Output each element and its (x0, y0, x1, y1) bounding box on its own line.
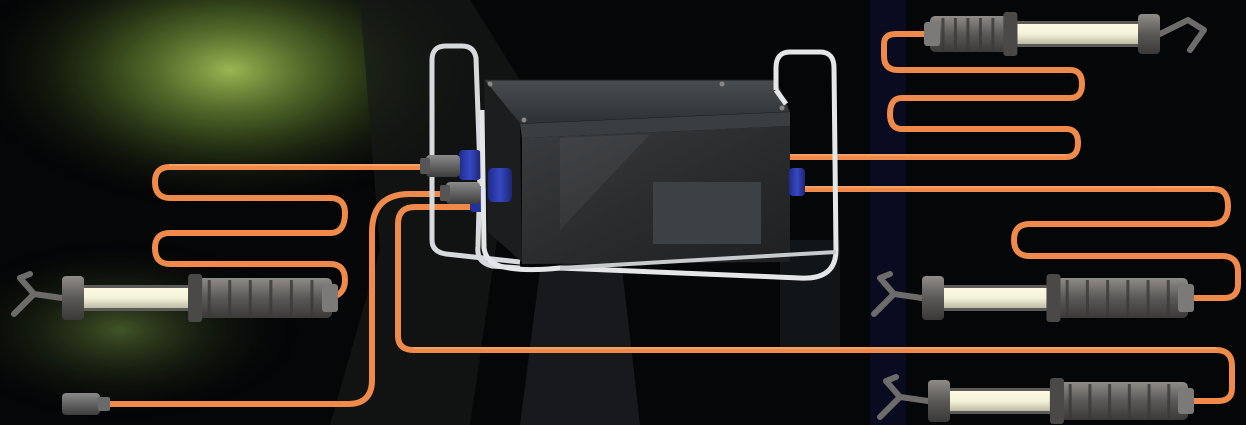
lamp-tube (944, 287, 1046, 309)
lamp-end-cap (922, 276, 944, 320)
plug-connected-2 (440, 182, 480, 204)
lamp-end-cap (1138, 14, 1160, 54)
lamp-collar (188, 274, 202, 322)
lamp-end-cap (928, 380, 950, 422)
plug-connected-1 (420, 155, 460, 177)
lamp-cable-end (924, 22, 940, 46)
box-label-panel (653, 182, 761, 244)
lamp-end-cap (62, 276, 84, 320)
lamp-cable-end (322, 284, 338, 312)
lamp-tube (1017, 23, 1138, 45)
socket-right-1 (789, 168, 805, 196)
lamp-collar (1003, 12, 1017, 56)
lamp-tube (950, 390, 1050, 412)
lamp-cable-end (1178, 284, 1194, 312)
socket-left-2 (488, 168, 512, 202)
lamp-tube (84, 287, 188, 309)
lamp-collar (1046, 274, 1060, 322)
lamp-collar (1050, 378, 1064, 424)
socket-left-1 (459, 150, 481, 180)
lamp-cable-end (1178, 388, 1194, 414)
